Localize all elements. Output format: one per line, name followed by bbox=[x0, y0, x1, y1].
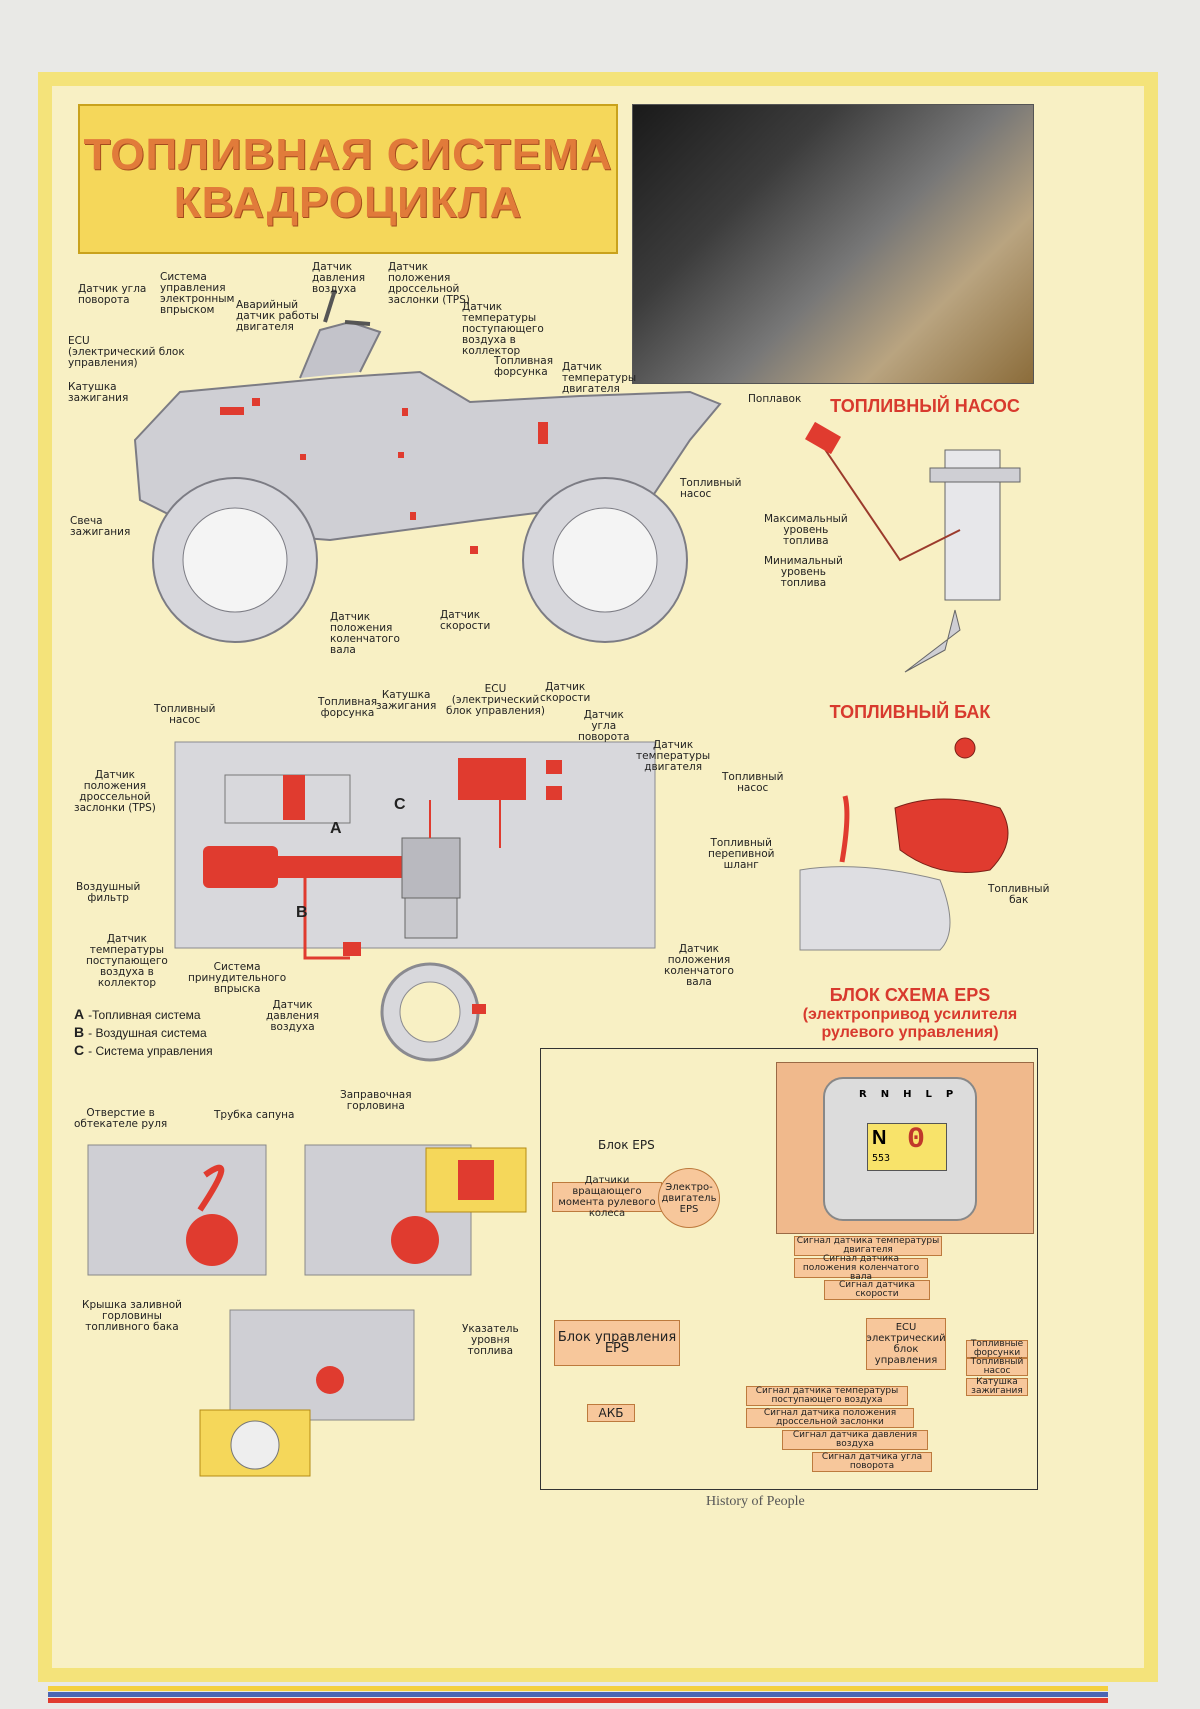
pump-label: Поплавок bbox=[748, 393, 802, 405]
atv-label: Датчик температуры поступающего воздуха … bbox=[462, 301, 544, 357]
schematic-label: Датчик температуры двигателя bbox=[636, 739, 711, 773]
ecu-box: ECU электрический блок управления bbox=[866, 1318, 946, 1370]
footer-brand: History of People bbox=[706, 1494, 805, 1509]
eps-signal-top: Сигнал датчика положения коленчатого вал… bbox=[794, 1254, 928, 1281]
atv-label: Датчик положения дроссельной заслонки (T… bbox=[388, 261, 470, 306]
fuel-tank-illustration bbox=[799, 737, 1009, 951]
title-line-2: КВАДРОЦИКЛА bbox=[173, 178, 523, 227]
schematic-label: Топливный насос bbox=[154, 703, 216, 726]
schematic-letter: C bbox=[394, 796, 406, 813]
atv-illustration bbox=[133, 289, 722, 643]
atv-label: Датчик угла поворота bbox=[78, 283, 147, 306]
torque-sensor-box: Датчики вращающего момента рулевого коле… bbox=[552, 1175, 662, 1219]
cap-label: Отверстие в обтекателе руля bbox=[74, 1107, 168, 1130]
eps-signal-bottom: Сигнал датчика положения дроссельной зас… bbox=[746, 1408, 914, 1428]
schematic-label: Датчик температуры поступающего воздуха … bbox=[86, 933, 168, 989]
indicator-lamps: R N H L P bbox=[859, 1089, 953, 1100]
battery-box: АКБ bbox=[587, 1404, 635, 1422]
heading-eps-sub1: (электропривод усилителя bbox=[802, 1006, 1018, 1023]
ecu-output: Топливные форсунки bbox=[966, 1340, 1028, 1358]
odometer-readout: 553 bbox=[872, 1153, 891, 1164]
schematic-illustration bbox=[174, 741, 656, 1062]
eps-block-title: Блок EPS bbox=[598, 1138, 655, 1152]
schematic-label: Датчик угла поворота bbox=[578, 709, 630, 743]
eps-signal-bottom: Сигнал датчика температуры поступающего … bbox=[746, 1386, 908, 1406]
schematic-letter: A bbox=[330, 820, 342, 837]
legend-item-a: A-Топливная система bbox=[74, 1006, 201, 1022]
heading-eps-sub2: рулевого управления) bbox=[821, 1024, 999, 1041]
title-box: ТОПЛИВНАЯ СИСТЕМА КВАДРОЦИКЛА bbox=[78, 104, 618, 254]
stripe-yellow bbox=[48, 1686, 1108, 1691]
lamp-n: N bbox=[880, 1089, 890, 1100]
cap-label: Указатель уровня топлива bbox=[462, 1323, 519, 1357]
atv-label: Датчик давления воздуха bbox=[312, 261, 366, 295]
cap-label: Трубка сапуна bbox=[214, 1109, 295, 1121]
atv-label: Система управления электронным впрыском bbox=[160, 271, 235, 316]
engine-photo bbox=[632, 104, 1034, 384]
heading-fuel-tank: ТОПЛИВНЫЙ БАК bbox=[829, 702, 991, 722]
atv-label: Топливная форсунка bbox=[494, 355, 554, 378]
title-line-1: ТОПЛИВНАЯ СИСТЕМА bbox=[83, 129, 613, 179]
schematic-label: Система принудительного впрыска bbox=[188, 961, 287, 995]
ecu-output: Топливный насос bbox=[966, 1358, 1028, 1376]
schematic-label: Топливная форсунка bbox=[318, 696, 378, 719]
eps-signal-bottom: Сигнал датчика давления воздуха bbox=[782, 1430, 928, 1450]
atv-label: Датчик температуры двигателя bbox=[562, 361, 637, 395]
dashboard-panel: N 0 553 R N H L P bbox=[776, 1062, 1034, 1234]
atv-label: Топливный насос bbox=[680, 477, 742, 500]
schematic-letter: B bbox=[296, 904, 308, 921]
lamp-r: R bbox=[859, 1089, 867, 1100]
eps-signal-top: Сигнал датчика скорости bbox=[824, 1280, 930, 1300]
tank-label: Топливный бак bbox=[988, 883, 1050, 906]
heading-fuel-pump: ТОПЛИВНЫЙ НАСОС bbox=[830, 396, 1020, 416]
atv-label: Аварийный датчик работы двигателя bbox=[236, 299, 319, 333]
gear-indicator: N bbox=[872, 1127, 887, 1149]
legend-item-c: C- Система управления bbox=[74, 1042, 213, 1058]
tank-label: Топливный перепивной шланг bbox=[708, 837, 775, 871]
heading-eps: БЛОК СХЕМА EPS bbox=[829, 985, 991, 1005]
pump-label: Максимальный уровень топлива bbox=[764, 513, 848, 547]
atv-label: Катушка зажигания bbox=[68, 381, 129, 404]
schematic-label: Воздушный фильтр bbox=[76, 881, 141, 904]
atv-label: ECU (электрический блок управления) bbox=[68, 335, 185, 369]
cap-sketches bbox=[87, 1144, 527, 1477]
lamp-l: L bbox=[925, 1089, 932, 1100]
cap-label: Крышка заливной горловины топливного бак… bbox=[82, 1299, 182, 1333]
atv-label: Датчик положения коленчатого вала bbox=[330, 611, 400, 656]
eps-motor-circle: Электро- двигатель EPS bbox=[658, 1168, 720, 1228]
speed-readout: 0 bbox=[907, 1123, 926, 1157]
eps-control-unit-box: Блок управления EPS bbox=[554, 1320, 680, 1366]
stripe-red bbox=[48, 1698, 1108, 1703]
dashboard-display bbox=[867, 1123, 947, 1171]
eps-signal-bottom: Сигнал датчика угла поворота bbox=[812, 1452, 932, 1472]
legend-item-b: B- Воздушная система bbox=[74, 1024, 207, 1040]
schematic-label: Датчик скорости bbox=[540, 681, 591, 704]
cap-label: Заправочная горловина bbox=[340, 1089, 412, 1112]
schematic-label: ECU (электрический блок управления) bbox=[446, 683, 545, 717]
lamp-h: H bbox=[903, 1089, 912, 1100]
tank-label: Топливный насос bbox=[722, 771, 784, 794]
eps-signal-top: Сигнал датчика температуры двигателя bbox=[794, 1236, 942, 1256]
schematic-label: Датчик положения дроссельной заслонки (T… bbox=[74, 769, 156, 814]
fuel-pump-illustration bbox=[805, 421, 1021, 673]
schematic-label: Датчик давления воздуха bbox=[266, 999, 320, 1033]
atv-label: Свеча зажигания bbox=[70, 515, 131, 538]
ecu-output: Катушка зажигания bbox=[966, 1378, 1028, 1396]
schematic-label: Датчик положения коленчатого вала bbox=[664, 943, 734, 988]
schematic-label: Катушка зажигания bbox=[376, 689, 437, 712]
lamp-p: P bbox=[945, 1089, 954, 1100]
stripe-blue bbox=[48, 1692, 1108, 1697]
atv-label: Датчик скорости bbox=[440, 609, 491, 632]
pump-label: Минимальный уровень топлива bbox=[764, 555, 843, 589]
